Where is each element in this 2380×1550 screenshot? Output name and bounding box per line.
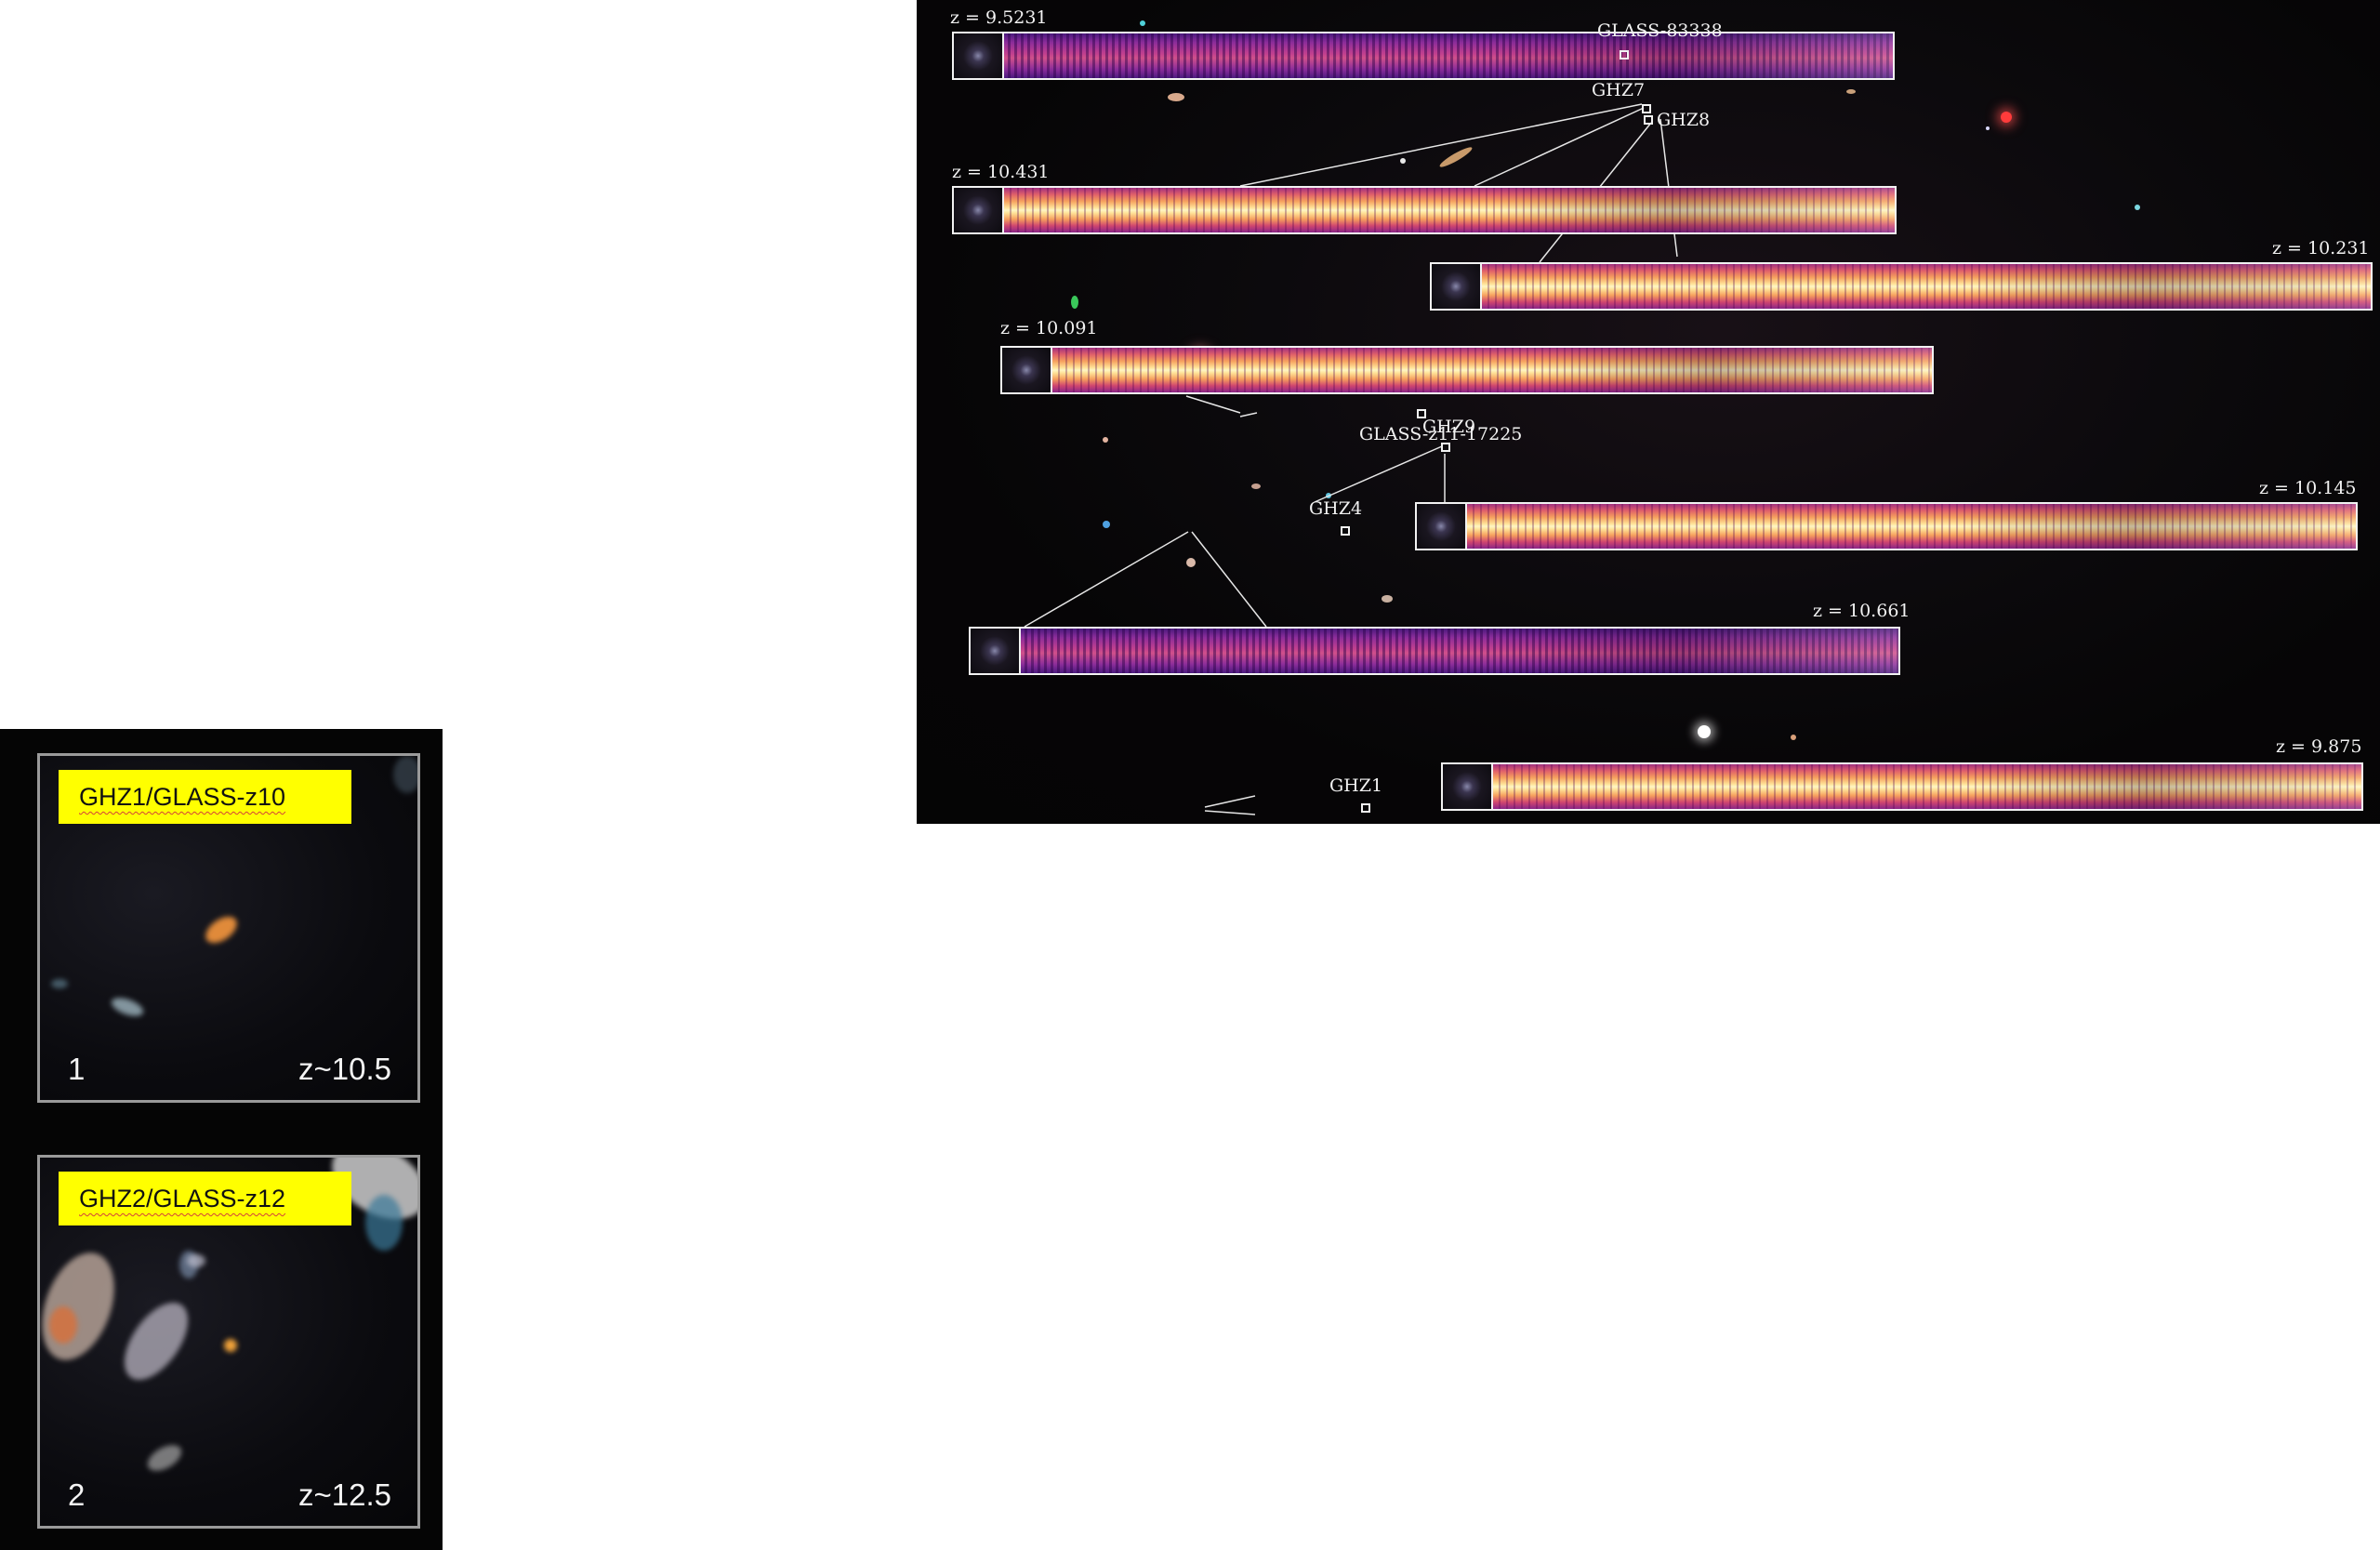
source-marker <box>1642 104 1651 113</box>
spectrum-strip <box>1004 188 1895 232</box>
redshift-label: z = 10.145 <box>2259 478 2357 498</box>
cutout-number: 1 <box>68 1052 86 1086</box>
neighbor-galaxy-image <box>112 1292 201 1391</box>
redshift-label: z = 10.661 <box>1813 601 1911 621</box>
galaxy-thumbnail <box>954 33 1004 78</box>
source-marker <box>1361 803 1370 813</box>
source-name: GHZ7 <box>1592 80 1646 100</box>
neighbor-galaxy-image <box>40 1242 128 1371</box>
redshift-label: z = 9.875 <box>2276 736 2362 757</box>
neighbor-galaxy-image <box>51 979 68 988</box>
background-galaxy <box>1071 296 1078 309</box>
source-name: GHZ1 <box>1329 775 1383 796</box>
redshift-label: z = 10.231 <box>2272 238 2370 258</box>
background-galaxy <box>1400 158 1406 164</box>
background-galaxy <box>1382 595 1393 603</box>
target-galaxy-image <box>201 911 242 948</box>
neighbor-galaxy-image <box>143 1439 186 1477</box>
spectrum-panel <box>952 32 1895 80</box>
background-galaxy <box>2135 205 2140 210</box>
spectrum-panel <box>1415 502 2358 550</box>
cutout-number: 2 <box>68 1477 86 1512</box>
cutout-panel: GHZ1/GLASS-z10 1 z~10.5 GHZ2/GLASS-z12 2… <box>0 729 443 1550</box>
spectrum-panel <box>1430 262 2373 311</box>
spectrum-strip <box>1482 264 2371 309</box>
cutout-label: GHZ2/GLASS-z12 <box>59 1172 351 1225</box>
spectrum-strip <box>1467 504 2356 549</box>
galaxy-thumbnail <box>971 629 1021 673</box>
spectrum-panel <box>1441 762 2363 811</box>
neighbor-galaxy-image <box>49 1306 77 1344</box>
background-galaxy <box>1791 735 1796 740</box>
galaxy-thumbnail <box>1432 264 1482 309</box>
spectrum-strip <box>1493 764 2361 809</box>
background-galaxy <box>1186 558 1196 567</box>
galaxy-thumbnail <box>954 188 1004 232</box>
neighbor-galaxy-image <box>393 756 417 793</box>
spectrum-strip <box>1021 629 1898 673</box>
neighbor-galaxy-image <box>109 994 146 1020</box>
target-galaxy-image <box>224 1339 237 1352</box>
galaxy-thumbnail <box>1417 504 1467 549</box>
redshift-label: z = 10.431 <box>952 162 1050 182</box>
source-marker <box>1417 409 1426 418</box>
spectrum-panel <box>1000 346 1934 394</box>
background-galaxy <box>1168 93 1184 101</box>
galaxy-thumbnail <box>1002 348 1052 392</box>
neighbor-galaxy-image <box>187 1254 205 1267</box>
galaxy-thumbnail <box>1443 764 1493 809</box>
neighbor-galaxy-image <box>365 1195 403 1251</box>
source-marker <box>1644 115 1653 125</box>
source-marker <box>1441 443 1450 452</box>
source-name: GHZ9 <box>1422 417 1476 437</box>
spectra-mosaic: z = 9.5231 z = 10.431 z = 10.231 z = 10.… <box>917 0 2380 824</box>
background-galaxy <box>1251 484 1261 489</box>
source-name: GLASS-z11-17225 <box>1359 424 1523 444</box>
cutout-redshift: z~12.5 <box>298 1477 391 1512</box>
redshift-label: z = 9.5231 <box>950 7 1048 28</box>
background-galaxy <box>1103 437 1108 443</box>
cutout-label: GHZ1/GLASS-z10 <box>59 770 351 824</box>
background-galaxy <box>1846 89 1856 94</box>
bright-star <box>2001 112 2012 123</box>
source-marker <box>1341 526 1350 536</box>
spectrum-strip <box>1004 33 1893 78</box>
spectrum-panel <box>952 186 1897 234</box>
cutout-redshift: z~10.5 <box>298 1052 391 1086</box>
background-galaxy <box>1140 20 1145 26</box>
galaxy-cutout-2: GHZ2/GLASS-z12 2 z~12.5 <box>37 1155 420 1529</box>
spectrum-strip <box>1052 348 1932 392</box>
galaxy-cutout-1: GHZ1/GLASS-z10 1 z~10.5 <box>37 753 420 1103</box>
redshift-label: z = 10.091 <box>1000 318 1098 338</box>
spectrum-panel <box>969 627 1900 675</box>
source-name: GHZ8 <box>1657 110 1711 130</box>
source-marker <box>1620 50 1629 60</box>
background-galaxy <box>1986 126 1990 130</box>
source-name: GLASS-83338 <box>1597 20 1723 41</box>
source-name: GHZ4 <box>1309 498 1363 519</box>
background-galaxy <box>1103 521 1110 528</box>
bright-star <box>1698 725 1711 738</box>
